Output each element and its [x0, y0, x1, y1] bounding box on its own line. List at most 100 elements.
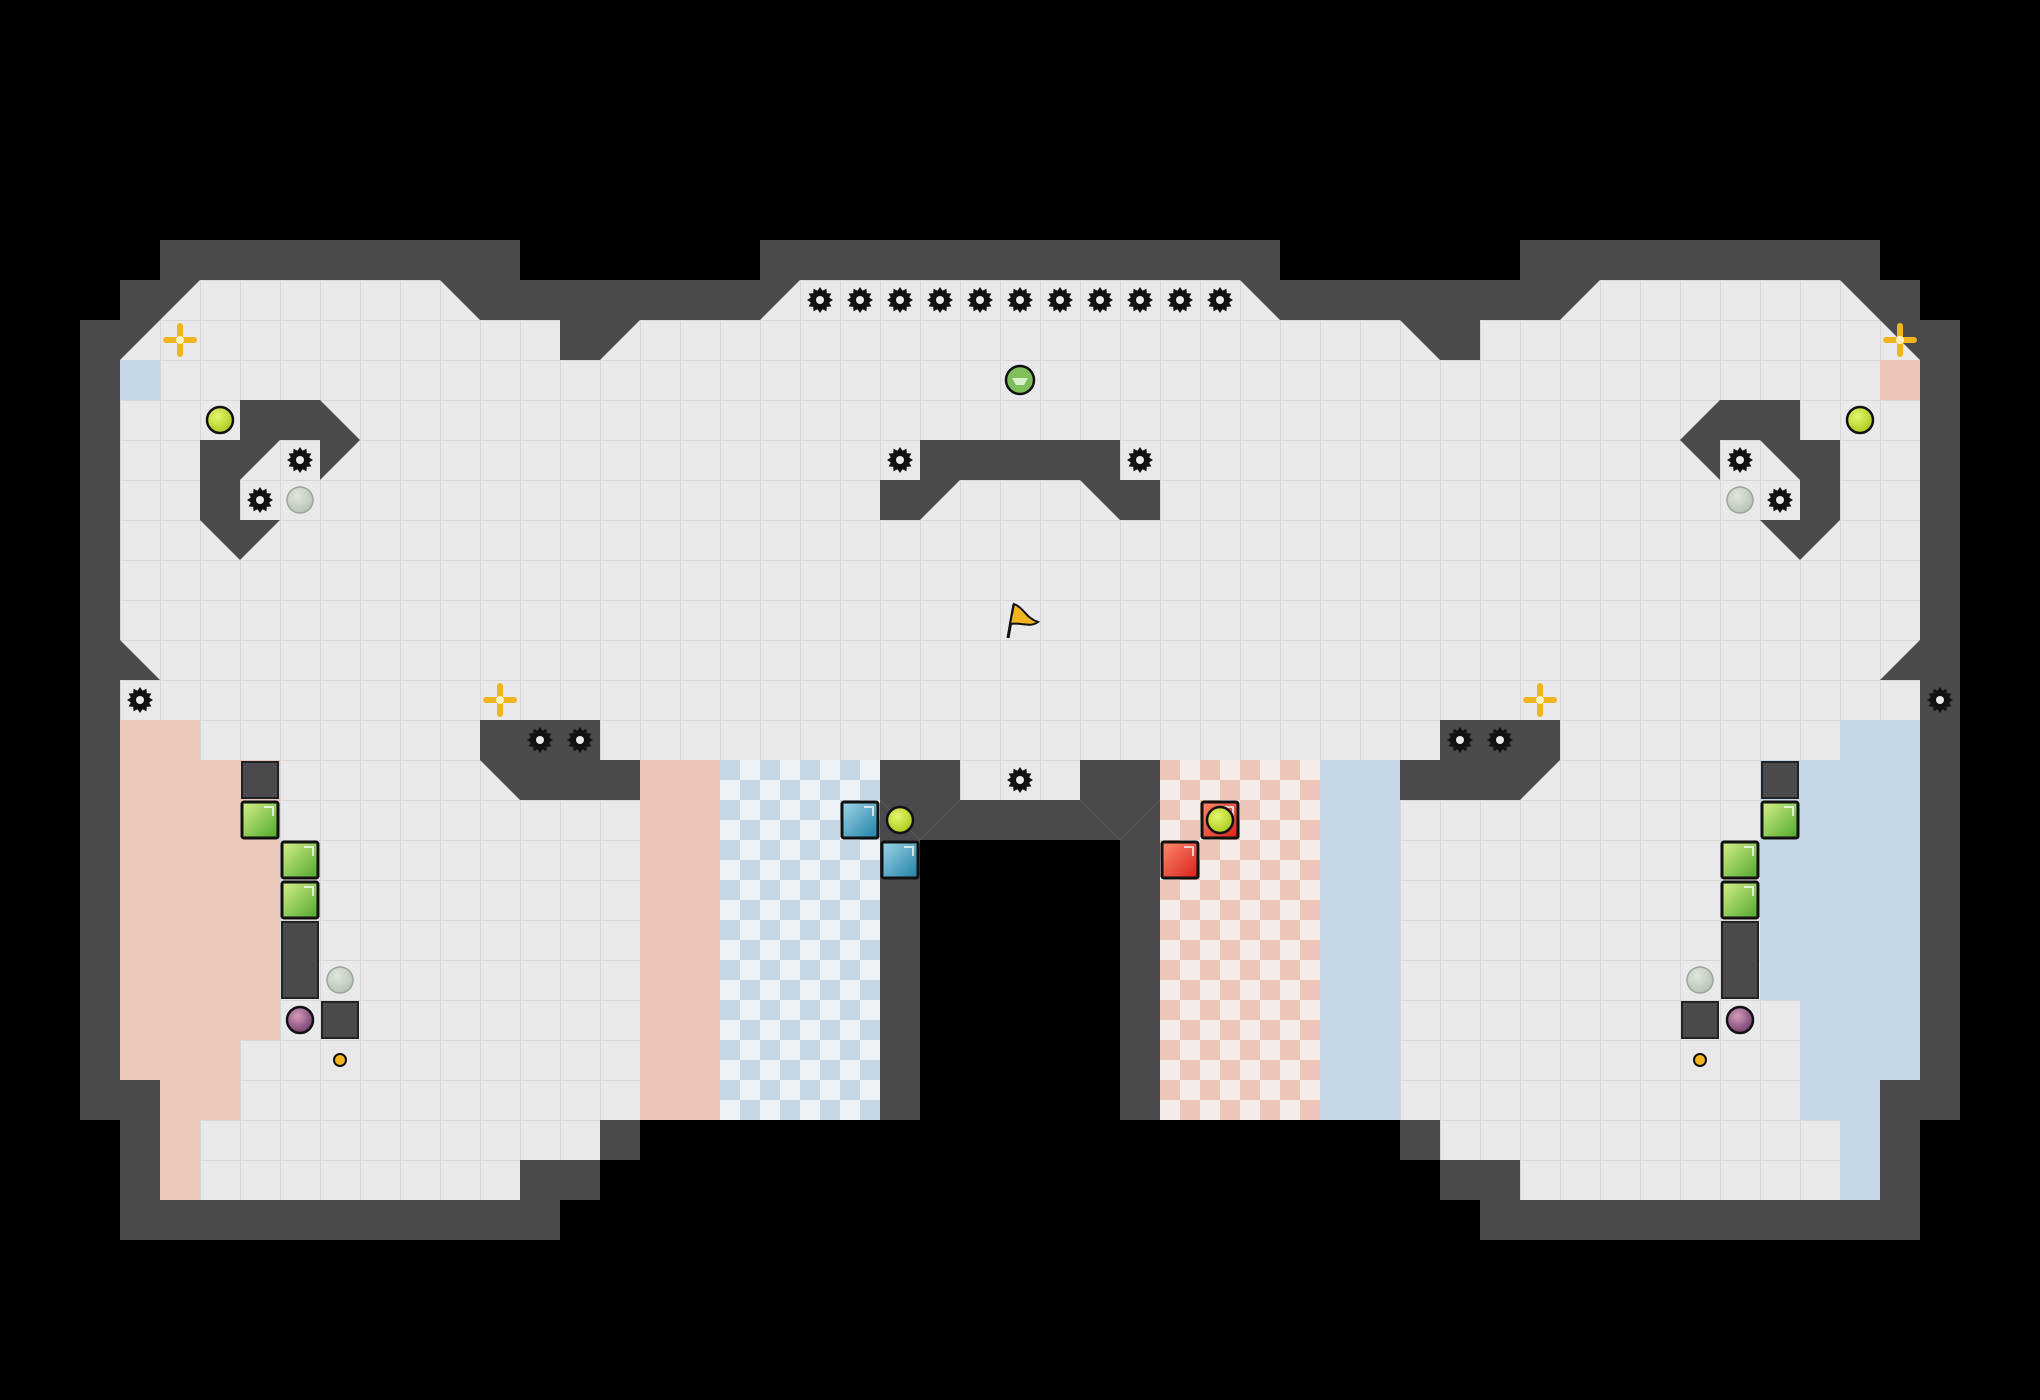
saw-blade-hub: [1056, 296, 1064, 304]
coin-icon[interactable]: [333, 1053, 347, 1067]
saw-blade-hub: [1736, 456, 1744, 464]
red-block-body: [1160, 840, 1200, 880]
saw-blade-icon: [847, 287, 873, 313]
saw-blade-icon: [1087, 287, 1113, 313]
saw-blade-icon: [247, 487, 273, 513]
saw-blade-hub: [1096, 296, 1104, 304]
stone-block: [241, 761, 279, 799]
saw-blade-icon: [1127, 287, 1153, 313]
saw-blade-hub: [1136, 296, 1144, 304]
green-block-shine: [1744, 846, 1754, 856]
saw-blade-icon: [1127, 447, 1153, 473]
player-orb-face: [1012, 378, 1028, 385]
crosshair-core: [496, 696, 504, 704]
paint-zone-blue-right-b: [1800, 760, 1840, 1120]
paint-swatch-red: [1880, 360, 1920, 400]
goal-flag-cloth: [1008, 602, 1041, 626]
green-block-shine: [304, 846, 314, 856]
saw-blade-hub: [816, 296, 824, 304]
stone-block: [321, 1001, 359, 1039]
paint-zone-blue-center: [1320, 760, 1400, 1120]
saw-blade-icon: [887, 287, 913, 313]
saw-blade-hub: [1136, 456, 1144, 464]
lime-ball[interactable]: [885, 805, 915, 835]
saw-blade-icon: [1007, 767, 1033, 793]
saw-blade-icon: [1927, 687, 1953, 713]
saw-blade-icon: [127, 687, 153, 713]
paint-zone-red-center: [640, 760, 720, 1120]
saw-blade-hub: [896, 296, 904, 304]
saw-blade-icon: [527, 727, 553, 753]
saw-blade-icon: [1767, 487, 1793, 513]
saw-blade-hub: [1216, 296, 1224, 304]
grey-ball[interactable]: [286, 486, 314, 514]
blue-block-body: [880, 840, 920, 880]
saw-blade-hub: [296, 456, 304, 464]
saw-blade-icon: [807, 287, 833, 313]
saw-blade-hub: [976, 296, 984, 304]
paint-zone-check-red: [1160, 760, 1320, 1120]
crosshair-icon: [163, 323, 197, 357]
red-block-shine: [1224, 806, 1234, 816]
crosshair-icon: [1523, 683, 1557, 717]
saw-blade-icon: [887, 447, 913, 473]
coin-icon[interactable]: [1693, 1053, 1707, 1067]
saw-blade-hub: [1016, 296, 1024, 304]
blue-block[interactable]: [880, 840, 920, 880]
lime-ball[interactable]: [205, 405, 235, 435]
purple-ball[interactable]: [285, 1005, 315, 1035]
crosshair-icon: [483, 683, 517, 717]
crosshair-core: [1896, 336, 1904, 344]
saw-blade-icon: [1007, 287, 1033, 313]
player-orb-icon[interactable]: [1004, 364, 1036, 396]
lime-ball[interactable]: [1205, 805, 1235, 835]
paint-swatch-blue: [120, 360, 160, 400]
green-block[interactable]: [1760, 800, 1800, 840]
grey-ball[interactable]: [326, 966, 354, 994]
saw-blade-icon: [1487, 727, 1513, 753]
green-block-body: [280, 840, 320, 880]
green-block[interactable]: [240, 800, 280, 840]
saw-blade-hub: [1496, 736, 1504, 744]
green-block[interactable]: [280, 840, 320, 880]
saw-blade-hub: [896, 456, 904, 464]
saw-blade-hub: [576, 736, 584, 744]
saw-blade-icon: [567, 727, 593, 753]
green-block-shine: [304, 886, 314, 896]
paint-zone-blue-right: [1840, 720, 1920, 1080]
green-block-shine: [264, 806, 274, 816]
green-block[interactable]: [1720, 840, 1760, 880]
saw-blade-hub: [856, 296, 864, 304]
saw-blade-icon: [1207, 287, 1233, 313]
saw-blade-hub: [1936, 696, 1944, 704]
floor: [120, 280, 1920, 1200]
paint-zone-blue-right-c: [1760, 760, 1800, 1000]
lime-ball[interactable]: [1845, 405, 1875, 435]
paint-zone-red-left: [120, 720, 200, 1080]
saw-blade-icon: [1447, 727, 1473, 753]
goal-flag-icon[interactable]: [1006, 602, 1041, 639]
green-block-body: [1720, 840, 1760, 880]
blue-block-shine: [904, 846, 914, 856]
grey-ball[interactable]: [1686, 966, 1714, 994]
purple-ball[interactable]: [1725, 1005, 1755, 1035]
green-block[interactable]: [1720, 880, 1760, 920]
red-block[interactable]: [1160, 840, 1200, 880]
blue-block-shine: [864, 806, 874, 816]
green-block-body: [1720, 880, 1760, 920]
green-block[interactable]: [280, 880, 320, 920]
saw-blade-hub: [1016, 776, 1024, 784]
green-block-shine: [1744, 886, 1754, 896]
grey-ball[interactable]: [1726, 486, 1754, 514]
paint-zone-blue-right-d: [1840, 1080, 1880, 1200]
entities: [127, 287, 1953, 1067]
saw-blade-icon: [927, 287, 953, 313]
stone-block: [1681, 1001, 1719, 1039]
saw-blade-hub: [1456, 736, 1464, 744]
blue-block[interactable]: [840, 800, 880, 840]
crosshair-icon: [1883, 323, 1917, 357]
blue-block-body: [840, 800, 880, 840]
saw-blade-hub: [536, 736, 544, 744]
